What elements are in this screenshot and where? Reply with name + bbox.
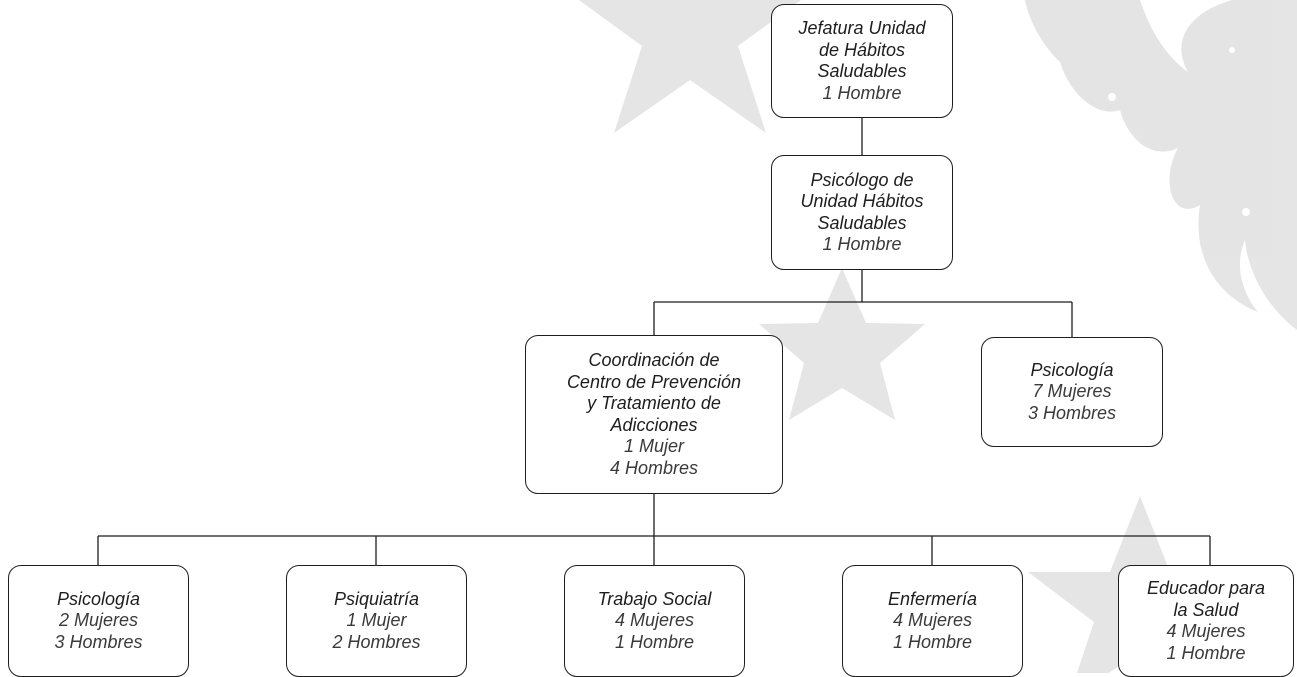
watermark-star-top-icon bbox=[578, 0, 802, 133]
node-title-line: Psicología bbox=[1030, 359, 1114, 380]
node-staff-line: 3 Hombres bbox=[54, 631, 143, 652]
node-staff-line: 1 Hombre bbox=[822, 234, 902, 254]
node-staff-line: 4 Hombres bbox=[609, 457, 699, 478]
node-title-line: Jefatura Unidad bbox=[798, 18, 926, 38]
node-title-line: Psicólogo de bbox=[810, 169, 914, 190]
node-staff-line: 2 Hombres bbox=[332, 631, 421, 652]
node-title-line: Psiquiatría bbox=[333, 588, 420, 609]
watermark-star-middle-icon bbox=[759, 268, 925, 420]
node-psicologo-unidad: Psicólogo de Unidad Hábitos Saludables 1… bbox=[771, 155, 953, 270]
node-staff-line: 1 Hombre bbox=[614, 631, 695, 652]
node-title-line: Adicciones bbox=[610, 414, 698, 435]
watermark-leaf-small-icon bbox=[1188, 40, 1262, 112]
node-title-line: y Tratamiento de bbox=[587, 393, 721, 413]
node-title-line: Unidad Hábitos bbox=[800, 191, 924, 211]
node-title-line: Enfermería bbox=[887, 588, 978, 609]
node-staff-line: 4 Mujeres bbox=[1166, 621, 1246, 641]
node-psicologia-staff: Psicología 7 Mujeres 3 Hombres bbox=[981, 337, 1163, 447]
node-staff-line: 1 Hombre bbox=[892, 631, 973, 652]
node-jefatura: Jefatura Unidad de Hábitos Saludables 1 … bbox=[771, 4, 953, 118]
node-psicologia: Psicología 2 Mujeres 3 Hombres bbox=[8, 565, 189, 677]
node-title-line: Centro de Prevención bbox=[566, 371, 742, 392]
node-coordinacion: Coordinación de Centro de Prevención y T… bbox=[525, 335, 783, 494]
node-staff-line: 1 Mujer bbox=[623, 436, 685, 456]
node-trabajo-social: Trabajo Social 4 Mujeres 1 Hombre bbox=[564, 565, 745, 677]
node-staff-line: 4 Mujeres bbox=[614, 610, 695, 631]
node-staff-line: 1 Hombre bbox=[822, 82, 902, 103]
node-title-line: Psicología bbox=[56, 588, 141, 609]
node-staff-line: 7 Mujeres bbox=[1032, 381, 1112, 402]
node-title-line: Saludables bbox=[817, 212, 907, 233]
node-psiquiatria: Psiquiatría 1 Mujer 2 Hombres bbox=[286, 565, 467, 677]
node-title-line: Trabajo Social bbox=[597, 588, 712, 609]
node-staff-line: 2 Mujeres bbox=[58, 610, 139, 631]
node-staff-line: 1 Hombre bbox=[1166, 642, 1246, 663]
node-title-line: Coordinación de bbox=[588, 350, 720, 370]
node-enfermeria: Enfermería 4 Mujeres 1 Hombre bbox=[842, 565, 1023, 677]
node-title-line: de Hábitos bbox=[818, 39, 906, 60]
node-educador: Educador para la Salud 4 Mujeres 1 Hombr… bbox=[1118, 565, 1294, 677]
node-title-line: la Salud bbox=[1173, 599, 1239, 620]
node-staff-line: 4 Mujeres bbox=[892, 610, 973, 631]
node-title-line: Educador para bbox=[1146, 578, 1266, 598]
node-title-line: Saludables bbox=[817, 61, 907, 81]
node-staff-line: 3 Hombres bbox=[1027, 402, 1117, 423]
node-staff-line: 1 Mujer bbox=[346, 610, 407, 631]
